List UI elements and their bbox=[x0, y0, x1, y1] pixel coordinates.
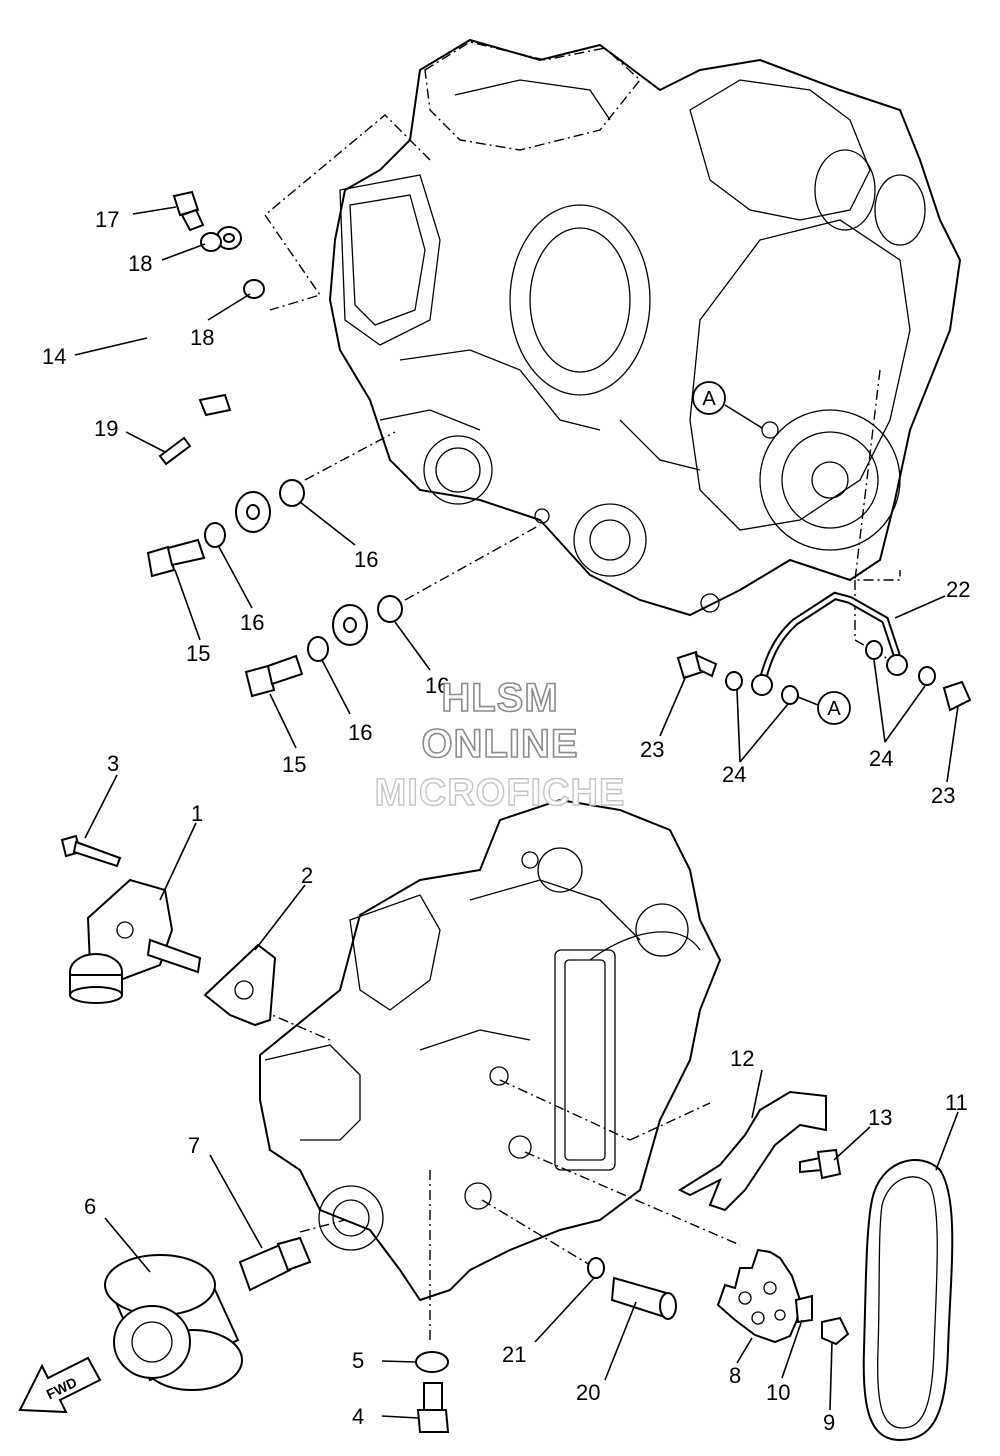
callout-16-c: 16 bbox=[425, 673, 449, 698]
callout-22: 22 bbox=[946, 577, 970, 602]
gasket-16-b bbox=[279, 479, 305, 507]
washer-10 bbox=[794, 1294, 813, 1324]
callout-19: 19 bbox=[94, 416, 118, 441]
callout-9: 9 bbox=[823, 1410, 835, 1435]
callout-16-d: 16 bbox=[348, 720, 372, 745]
callout-21: 21 bbox=[502, 1342, 526, 1367]
gasket-16-d bbox=[377, 595, 403, 623]
svg-text:A: A bbox=[827, 698, 841, 720]
callout-10: 10 bbox=[766, 1380, 790, 1405]
gasket-16-a bbox=[204, 522, 226, 548]
callout-13: 13 bbox=[868, 1105, 892, 1130]
union-bolt-15-upper bbox=[146, 538, 206, 578]
callout-16-a: 16 bbox=[354, 547, 378, 572]
chain-guide-12 bbox=[677, 1090, 827, 1212]
callout-labels: 17 18 18 14 19 16 16 15 16 16 15 22 23 2… bbox=[42, 207, 970, 1435]
oil-pump-gasket-2 bbox=[203, 943, 277, 1027]
callout-17: 17 bbox=[95, 207, 119, 232]
gasket-24-b bbox=[781, 685, 799, 705]
oil-pump-assembly bbox=[69, 878, 202, 1004]
gasket-16-c bbox=[307, 636, 329, 662]
callout-4: 4 bbox=[352, 1404, 364, 1429]
oil-pump-bolt-3 bbox=[60, 834, 122, 868]
oil-pump-drive-chain bbox=[862, 1159, 954, 1442]
callout-1: 1 bbox=[191, 801, 203, 826]
union-bolt-23-left bbox=[676, 650, 718, 680]
callout-11: 11 bbox=[945, 1090, 968, 1115]
drain-bolt-4 bbox=[416, 1382, 450, 1433]
oil-filter-union-bolt bbox=[238, 1236, 312, 1292]
lower-crankcase bbox=[259, 798, 722, 1340]
union-bolt-15-lower bbox=[244, 654, 304, 698]
reference-marker-a-upper: A bbox=[692, 381, 763, 429]
bolt-13 bbox=[799, 1148, 842, 1180]
forward-direction-arrow: FWD bbox=[18, 1356, 102, 1414]
oil-filter bbox=[104, 1254, 243, 1391]
watermark-line-3: MICROFICHE bbox=[374, 771, 626, 814]
gasket-24-a bbox=[725, 671, 743, 691]
callout-18-lower: 18 bbox=[190, 325, 214, 350]
washer-5 bbox=[415, 1351, 449, 1373]
callout-3: 3 bbox=[107, 751, 119, 776]
callout-23-left: 23 bbox=[640, 737, 664, 762]
callout-23-right: 23 bbox=[931, 783, 955, 808]
callout-12: 12 bbox=[730, 1046, 754, 1071]
oil-pump-drive-shaft-20 bbox=[610, 1276, 677, 1320]
callout-24-right: 24 bbox=[869, 746, 893, 771]
callout-8: 8 bbox=[729, 1363, 741, 1388]
callout-24-left: 24 bbox=[722, 762, 746, 787]
callout-15-lower: 15 bbox=[282, 752, 306, 777]
reference-marker-a-lower: A bbox=[797, 691, 851, 725]
washer-18-lower bbox=[243, 279, 265, 299]
union-bolt-17 bbox=[172, 190, 205, 232]
watermark-line-1: HLSM bbox=[441, 675, 559, 721]
oil-delivery-pipe-2 bbox=[751, 591, 908, 696]
upper-engine-assembly bbox=[264, 38, 962, 661]
leader-lines bbox=[74, 206, 959, 1419]
callout-14: 14 bbox=[42, 344, 66, 369]
oil-delivery-pipe-1 bbox=[143, 226, 368, 646]
nut-9 bbox=[821, 1316, 850, 1346]
callout-16-b: 16 bbox=[240, 610, 264, 635]
callout-2: 2 bbox=[301, 863, 313, 888]
o-ring-21 bbox=[587, 1257, 605, 1279]
oil-pump-driven-sprocket bbox=[716, 1248, 802, 1344]
gasket-24-c bbox=[865, 640, 883, 660]
callout-7: 7 bbox=[188, 1133, 200, 1158]
callout-20: 20 bbox=[576, 1380, 600, 1405]
watermark-line-2: ONLINE bbox=[421, 721, 579, 767]
svg-text:A: A bbox=[702, 388, 716, 410]
gasket-24-d bbox=[918, 666, 936, 686]
bolt-19 bbox=[158, 436, 192, 466]
washer-18-upper bbox=[200, 232, 222, 252]
callout-18-upper: 18 bbox=[128, 251, 152, 276]
callout-6: 6 bbox=[84, 1194, 96, 1219]
callout-5: 5 bbox=[352, 1348, 364, 1373]
union-bolt-23-right bbox=[942, 680, 972, 712]
callout-15-upper: 15 bbox=[186, 641, 210, 666]
